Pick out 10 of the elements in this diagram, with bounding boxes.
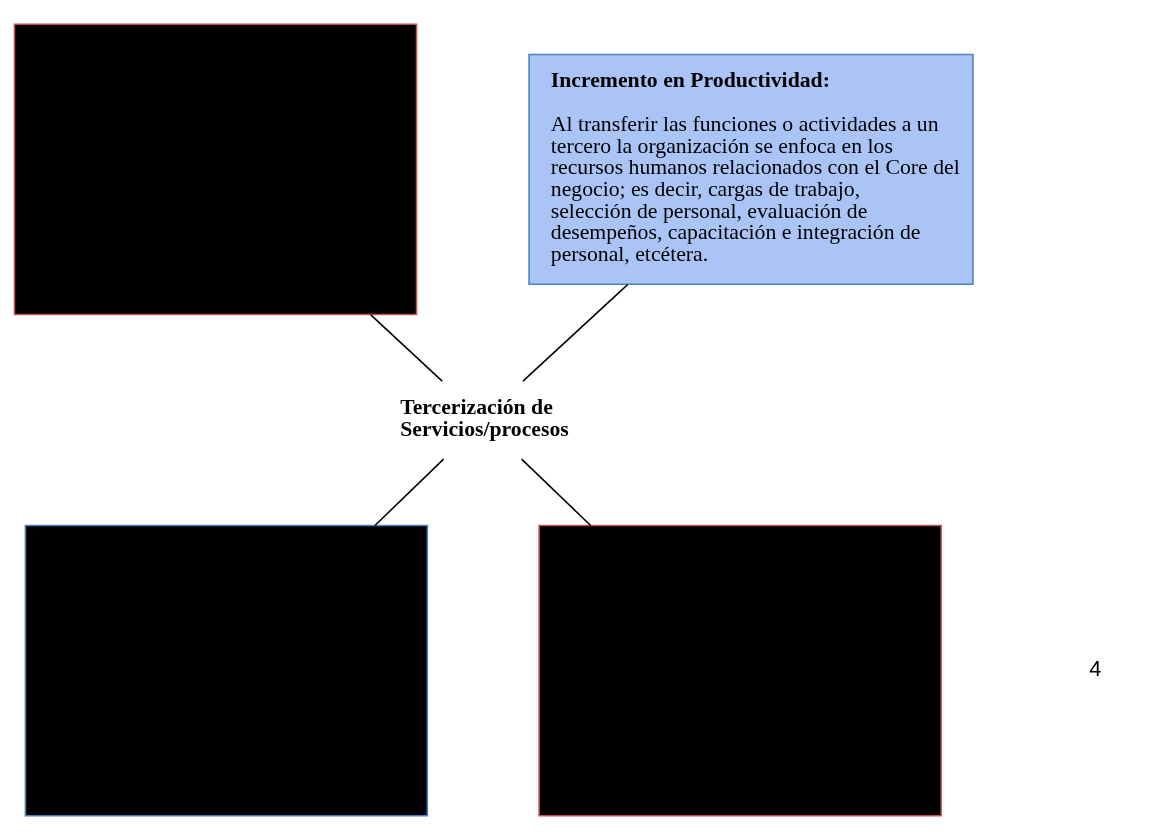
connector [370,314,443,382]
node-box: Incremento en Productividad: Al transferir las funciones o actividades a un tercero la organización se enfoca en los recursos humanos relacionados con el Core del negocio; es decir, cargas de trabajo, selección de personal, evaluación de desempeños, capacitación e integración de personal, etcétera. [528,53,974,285]
connector [522,283,629,382]
label: 4 [1089,656,1102,682]
node-box [24,524,429,817]
node-box [538,524,942,817]
node-text: Tercerización de Servicios/procesos [400,395,569,441]
node-box [13,23,418,316]
connector [374,458,445,527]
connector [520,458,592,527]
